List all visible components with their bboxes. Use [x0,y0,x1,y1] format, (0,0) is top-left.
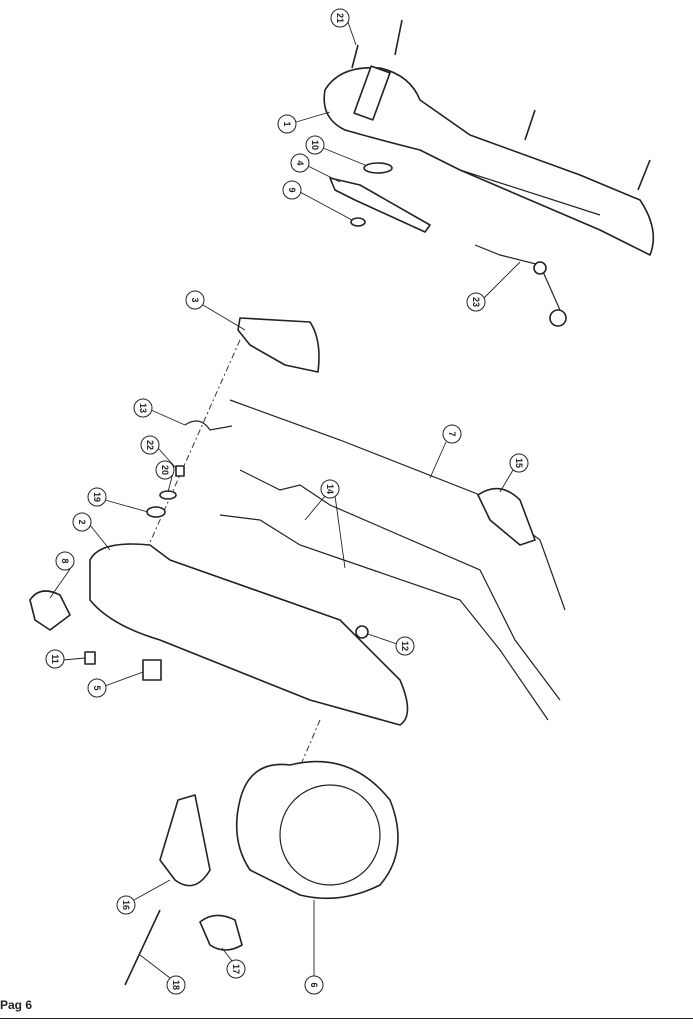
callout-9: 9 [282,180,302,200]
callout-20: 20 [155,460,175,480]
lower-handle-housing-2 [89,543,409,726]
spring-10 [363,162,393,174]
nut-12 [355,625,369,639]
svg-text:15: 15 [514,458,524,468]
wire-harness-23 [474,244,567,327]
nut-22 [175,465,185,477]
footer-rule [0,1018,693,1019]
callout-22: 22 [140,435,160,455]
trigger-3 [237,317,320,373]
callout-17: 17 [226,959,246,979]
part-16 [159,794,211,887]
callout-16: 16 [116,895,136,915]
svg-text:20: 20 [160,465,170,475]
callout-11: 11 [45,649,65,669]
callout-23: 23 [466,292,486,312]
callout-21: 21 [330,8,350,28]
svg-text:14: 14 [325,484,335,494]
o-ring-19 [146,506,166,518]
callout-19: 19 [87,487,107,507]
svg-text:13: 13 [138,403,148,413]
svg-text:18: 18 [171,980,181,990]
callout-3: 3 [185,290,205,310]
plug-11 [84,651,96,665]
guard-6 [235,760,399,900]
callout-12: 12 [395,636,415,656]
svg-text:9: 9 [287,187,297,192]
clip-8 [29,590,71,631]
callout-1: 1 [277,114,297,134]
callout-2: 2 [72,512,92,532]
svg-text:1: 1 [282,121,292,126]
callout-18: 18 [166,975,186,995]
svg-text:11: 11 [50,654,60,664]
lever-4 [329,177,431,233]
callout-4: 4 [290,153,310,173]
svg-text:6: 6 [309,982,319,987]
svg-text:2: 2 [77,519,87,524]
svg-text:7: 7 [447,431,457,436]
svg-text:19: 19 [92,492,102,502]
callout-8: 8 [55,551,75,571]
callout-7: 7 [442,424,462,444]
bolt-18 [124,909,161,986]
grip-15 [477,487,536,546]
sleeve-17 [199,914,243,951]
svg-text:23: 23 [471,297,481,307]
callout-6: 6 [304,975,324,995]
page-label: Pag 6 [0,998,33,1012]
svg-text:10: 10 [310,140,320,150]
spring-13 [184,420,233,431]
switch-5 [142,659,162,681]
svg-text:16: 16 [121,900,131,910]
callout-10: 10 [305,135,325,155]
callout-15: 15 [509,453,529,473]
svg-text:17: 17 [231,964,241,974]
callout-5: 5 [87,678,107,698]
svg-text:4: 4 [295,160,305,165]
washer-20 [159,490,177,500]
svg-text:3: 3 [190,297,200,302]
upper-handle-housing [323,65,655,256]
screws [351,19,651,191]
callout-13: 13 [133,398,153,418]
cables-14 [219,469,561,721]
svg-text:22: 22 [145,440,155,450]
leader-lines [49,21,521,979]
svg-text:8: 8 [60,558,70,563]
washer-9 [350,217,366,227]
svg-text:5: 5 [92,685,102,690]
callout-14: 14 [320,479,340,499]
svg-text:12: 12 [400,641,410,651]
svg-text:21: 21 [335,13,345,23]
